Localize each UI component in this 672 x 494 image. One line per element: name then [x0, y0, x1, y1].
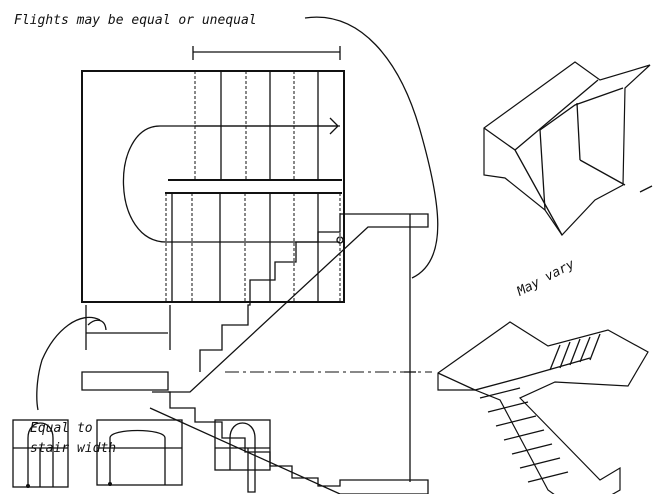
- plan-view: [81, 70, 345, 303]
- section-view: [81, 213, 432, 494]
- small-plan-1: [12, 419, 69, 488]
- arrow-head-icon: [329, 117, 339, 135]
- width-dimension: [85, 305, 171, 350]
- start-dot-icon: [336, 236, 344, 244]
- flights-label: Flights may be equal or unequal: [14, 13, 257, 28]
- equal-width-label-2: stair width: [30, 441, 116, 456]
- top-dimension: [192, 46, 341, 60]
- flights-leader: [304, 16, 439, 279]
- may-vary-label: May vary: [514, 257, 577, 300]
- small-plan-2: [96, 419, 183, 486]
- small-plan-3: [214, 419, 271, 493]
- isometric-sketch-u-stair: [437, 321, 649, 494]
- direction-arrow-path: [122, 125, 338, 243]
- width-leader: [36, 316, 101, 411]
- isometric-sketch-stair-block: [483, 61, 653, 236]
- steps: [479, 333, 601, 483]
